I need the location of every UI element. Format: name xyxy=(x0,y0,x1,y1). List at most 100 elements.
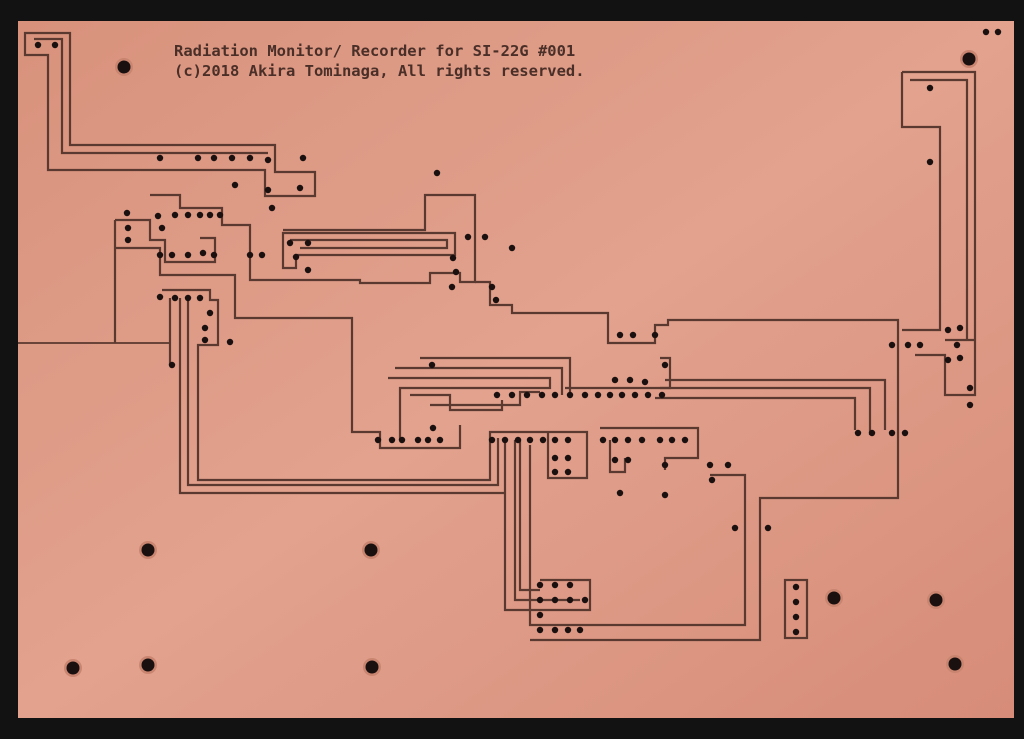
via-hole xyxy=(566,596,574,604)
via-hole xyxy=(611,436,619,444)
via-hole xyxy=(656,436,664,444)
via-hole xyxy=(501,436,509,444)
via-hole xyxy=(268,204,276,212)
via-hole xyxy=(792,628,800,636)
via-hole xyxy=(551,454,559,462)
via-hole xyxy=(258,251,266,259)
via-hole xyxy=(124,224,132,232)
via-hole xyxy=(184,251,192,259)
via-hole xyxy=(624,456,632,464)
via-hole xyxy=(792,613,800,621)
via-hole xyxy=(564,436,572,444)
via-hole xyxy=(216,211,224,219)
mounting-hole xyxy=(962,52,976,66)
via-hole xyxy=(644,391,652,399)
via-hole xyxy=(449,254,457,262)
via-hole xyxy=(286,239,294,247)
via-hole xyxy=(433,169,441,177)
via-hole xyxy=(514,436,522,444)
mounting-hole xyxy=(117,60,131,74)
via-hole xyxy=(539,436,547,444)
via-hole xyxy=(661,361,669,369)
via-hole xyxy=(264,156,272,164)
mounting-hole xyxy=(365,660,379,674)
via-hole xyxy=(944,326,952,334)
via-hole xyxy=(493,391,501,399)
via-hole xyxy=(708,476,716,484)
via-hole xyxy=(566,391,574,399)
via-hole xyxy=(206,309,214,317)
via-hole xyxy=(296,184,304,192)
via-hole xyxy=(564,468,572,476)
via-hole xyxy=(868,429,876,437)
via-hole xyxy=(448,283,456,291)
via-hole xyxy=(464,233,472,241)
via-hole xyxy=(901,429,909,437)
via-hole xyxy=(551,581,559,589)
via-hole xyxy=(658,391,666,399)
via-hole xyxy=(564,454,572,462)
via-hole xyxy=(526,436,534,444)
via-hole xyxy=(551,391,559,399)
via-hole xyxy=(398,436,406,444)
via-hole xyxy=(246,154,254,162)
via-hole xyxy=(34,41,42,49)
via-hole xyxy=(641,378,649,386)
via-hole xyxy=(154,212,162,220)
via-hole xyxy=(956,324,964,332)
via-hole xyxy=(184,294,192,302)
via-hole xyxy=(508,391,516,399)
via-hole xyxy=(481,233,489,241)
via-hole xyxy=(508,244,516,252)
mounting-hole xyxy=(66,661,80,675)
via-hole xyxy=(551,596,559,604)
via-hole xyxy=(724,461,732,469)
via-hole xyxy=(228,154,236,162)
via-hole xyxy=(264,186,272,194)
mounting-hole xyxy=(948,657,962,671)
via-hole xyxy=(226,338,234,346)
via-hole xyxy=(616,489,624,497)
via-hole xyxy=(171,211,179,219)
via-hole xyxy=(551,626,559,634)
via-hole xyxy=(184,211,192,219)
via-hole xyxy=(414,436,422,444)
via-hole xyxy=(616,331,624,339)
via-hole xyxy=(199,249,207,257)
via-hole xyxy=(792,598,800,606)
etched-traces xyxy=(23,31,977,642)
via-hole xyxy=(581,596,589,604)
via-hole xyxy=(966,401,974,409)
via-hole xyxy=(171,294,179,302)
via-hole xyxy=(523,391,531,399)
via-hole xyxy=(201,336,209,344)
via-hole xyxy=(618,391,626,399)
via-hole xyxy=(904,341,912,349)
via-hole xyxy=(536,581,544,589)
via-hole xyxy=(424,436,432,444)
via-hole xyxy=(888,429,896,437)
mounting-hole xyxy=(929,593,943,607)
via-hole xyxy=(158,224,166,232)
via-hole xyxy=(926,158,934,166)
via-hole xyxy=(611,456,619,464)
via-hole xyxy=(731,524,739,532)
via-hole xyxy=(576,626,584,634)
via-hole xyxy=(194,154,202,162)
via-hole xyxy=(436,436,444,444)
via-hole xyxy=(168,251,176,259)
via-hole xyxy=(661,491,669,499)
via-hole xyxy=(594,391,602,399)
board-title-line-1: Radiation Monitor/ Recorder for SI-22G #… xyxy=(174,42,575,60)
via-hole xyxy=(536,626,544,634)
pcb-board xyxy=(18,21,1014,718)
via-hole xyxy=(629,331,637,339)
via-hole xyxy=(201,324,209,332)
via-hole xyxy=(156,154,164,162)
via-hole xyxy=(488,283,496,291)
via-hole xyxy=(953,341,961,349)
via-hole xyxy=(564,626,572,634)
via-hole xyxy=(626,376,634,384)
